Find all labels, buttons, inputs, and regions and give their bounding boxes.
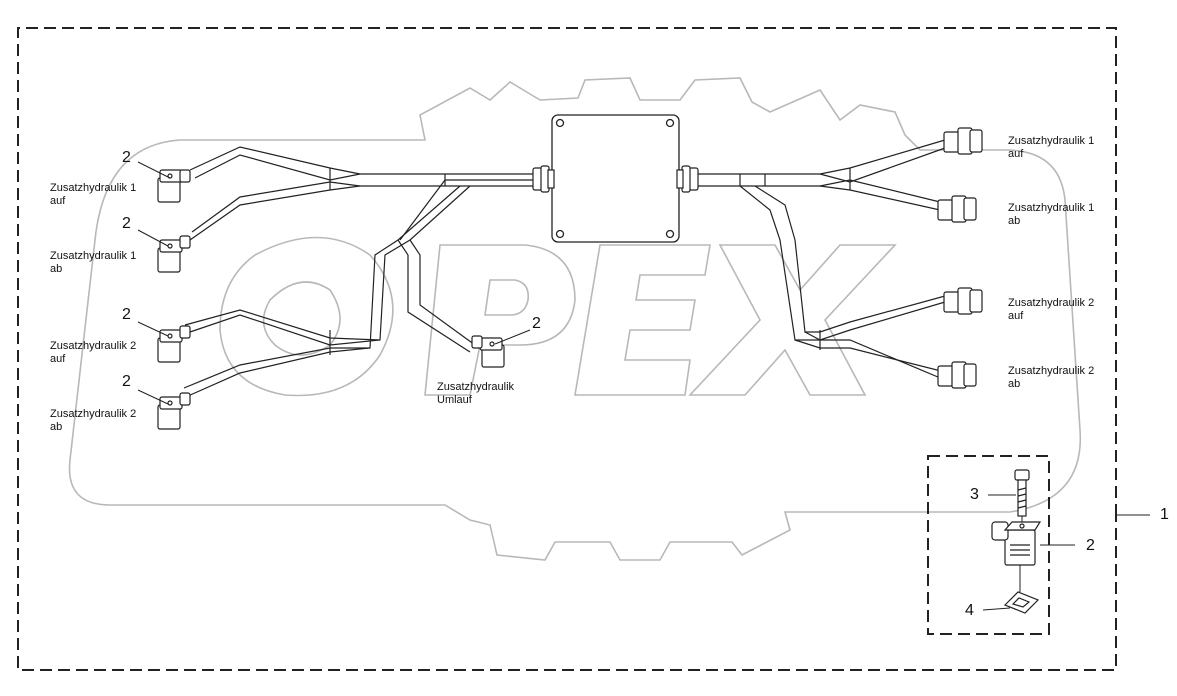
label-zh2-auf-left: Zusatzhydraulik 2 auf	[50, 340, 137, 365]
callout-leaders-detail	[982, 494, 1075, 611]
callout-left-4: 2	[122, 373, 131, 390]
detail-axis-lines	[1019, 516, 1023, 592]
gasket	[1003, 591, 1040, 614]
callout-valve: 2	[1086, 537, 1095, 554]
watermark-letter-p	[424, 244, 576, 396]
valve-connector-umlauf	[471, 335, 505, 368]
valve-connector-left-3	[157, 325, 191, 363]
plug-connector-right-3	[943, 287, 983, 315]
assembly-frame	[17, 27, 1117, 671]
valve-connector-left-4	[157, 392, 191, 430]
label-zh1-ab-left: Zusatzhydraulik 1 ab	[50, 250, 137, 275]
label-zh2-auf-right: Zusatzhydraulik 2 auf	[1008, 297, 1095, 322]
junction-box	[551, 114, 680, 243]
callout-umlauf: 2	[532, 315, 541, 332]
callout-left-2: 2	[122, 215, 131, 232]
callout-bolt: 3	[970, 486, 979, 503]
valve-connector-detail	[991, 521, 1042, 566]
label-umlauf: Zusatzhydraulik Umlauf	[437, 381, 515, 406]
callout-leaders-left	[137, 161, 531, 405]
callout-left-3: 2	[122, 306, 131, 323]
label-zh2-ab-right: Zusatzhydraulik 2 ab	[1008, 365, 1095, 390]
valve-connector-left-1	[157, 169, 191, 203]
left-harness-cables	[183, 146, 533, 397]
callout-assembly: 1	[1160, 506, 1169, 523]
right-harness-cables	[698, 139, 946, 381]
plug-connector-right-2	[937, 195, 977, 223]
callout-left-1: 2	[122, 149, 131, 166]
bolt	[1014, 469, 1030, 517]
label-zh1-auf-right: Zusatzhydraulik 1 auf	[1008, 135, 1095, 160]
cable-gland-left	[532, 165, 555, 193]
plug-connector-right-1	[943, 127, 983, 155]
callout-gasket: 4	[965, 602, 974, 619]
watermark-letter-e	[574, 244, 711, 396]
label-zh1-auf-left: Zusatzhydraulik 1 auf	[50, 182, 137, 207]
valve-connector-left-2	[157, 235, 191, 273]
label-zh1-ab-right: Zusatzhydraulik 1 ab	[1008, 202, 1095, 227]
plug-connector-right-4	[937, 361, 977, 389]
label-zh2-ab-left: Zusatzhydraulik 2 ab	[50, 408, 137, 433]
cable-gland-right	[676, 165, 699, 193]
